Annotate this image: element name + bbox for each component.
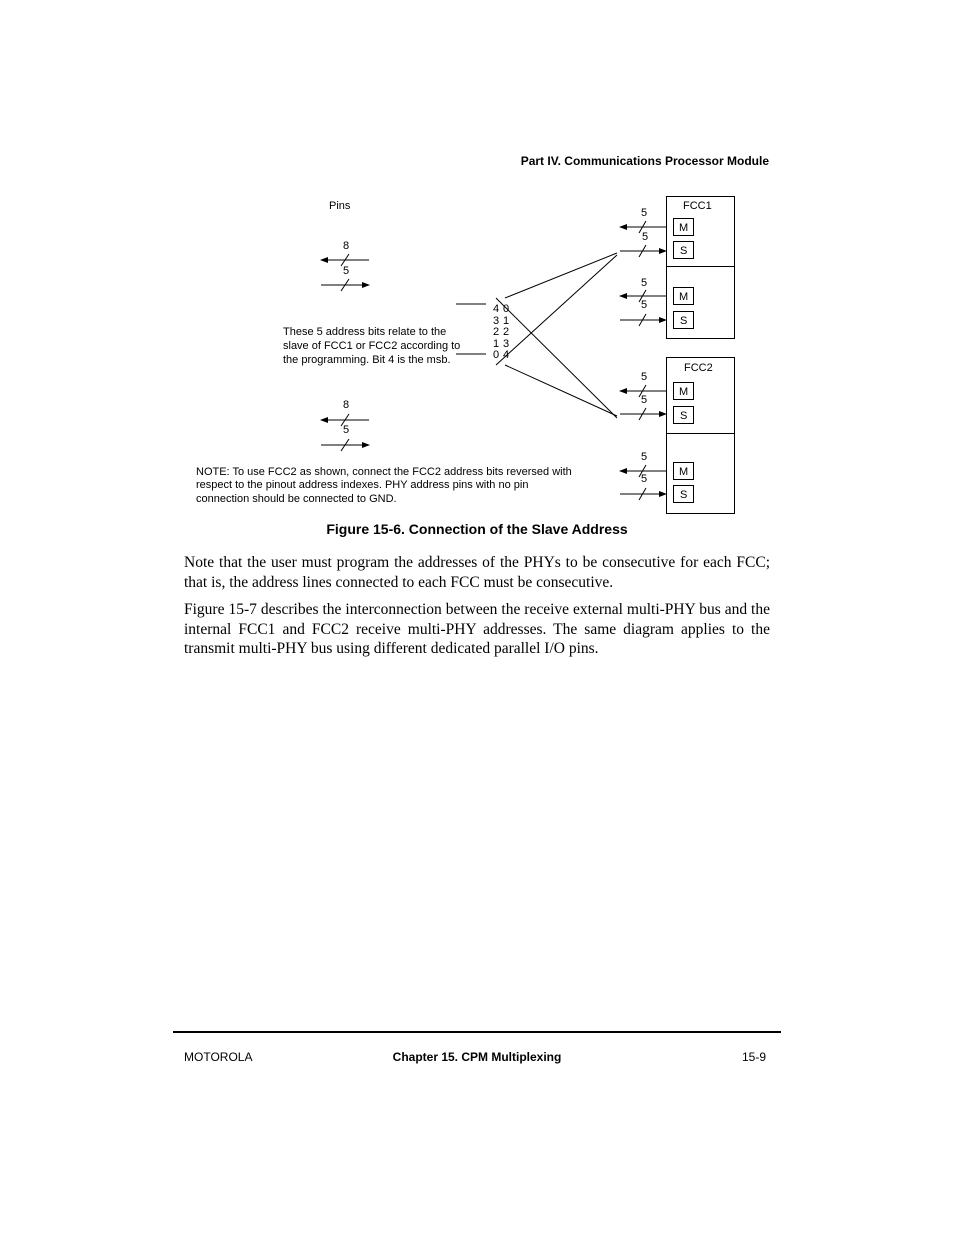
ms-pair-fcc1-b: M S 5 5 — [619, 277, 694, 329]
bus-width-label: 5 — [641, 394, 647, 406]
fcc1-block — [666, 196, 735, 339]
bus-slash — [638, 313, 647, 327]
master-label: M — [679, 291, 688, 303]
bus-slash — [638, 464, 647, 478]
master-box — [673, 382, 694, 400]
master-label: M — [679, 386, 688, 398]
bus-width-label: 5 — [641, 207, 647, 219]
page-number: 15-9 — [741, 1050, 766, 1064]
slave-box — [673, 406, 694, 424]
fcc1-address-link — [495, 254, 618, 366]
master-box — [673, 287, 694, 305]
fcc2-note-line: connection should be connected to GND. — [196, 493, 397, 505]
bus-slash — [638, 244, 647, 258]
master-label: M — [679, 222, 688, 234]
slave-label: S — [680, 489, 687, 501]
fcc2-label: FCC2 — [684, 362, 713, 374]
pin-index-left: 1 — [493, 338, 499, 350]
footer-chapter: Chapter 15. CPM Multiplexing — [392, 1050, 562, 1064]
pin-index-left: 4 — [493, 303, 499, 315]
figure-caption: Figure 15-6. Connection of the Slave Add… — [326, 521, 628, 537]
bus-slash — [340, 278, 350, 292]
slave-label: S — [680, 315, 687, 327]
fcc1-label: FCC1 — [683, 200, 712, 212]
bus-slash — [638, 220, 647, 234]
pin-index-right: 0 — [503, 303, 509, 315]
fcc2-note-line: NOTE: To use FCC2 as shown, connect the … — [196, 466, 572, 478]
pin-index-left: 3 — [493, 315, 499, 327]
ms-pair-fcc2-b: M S 5 5 — [619, 451, 694, 503]
bus-width-label: 5 — [641, 277, 647, 289]
bus-width-label: 5 — [641, 451, 647, 463]
pin-index-left: 2 — [493, 326, 499, 338]
running-header: Part IV. Communications Processor Module — [520, 154, 769, 168]
pin-index-right: 1 — [503, 315, 509, 327]
bottom-input-bus-width: 8 — [343, 399, 349, 411]
footer-rule — [173, 1031, 781, 1033]
fcc2-address-link — [504, 364, 618, 417]
bus-width-label: 5 — [642, 231, 648, 243]
pin-index-right: 4 — [503, 349, 509, 361]
pin-index-left: 0 — [493, 349, 499, 361]
slave-label: S — [680, 245, 687, 257]
footer-publisher: MOTOROLA — [184, 1050, 253, 1064]
bus-width-label: 5 — [641, 371, 647, 383]
slave-box — [673, 311, 694, 329]
body-paragraph: Figure 15-7 describes the interconnectio… — [184, 601, 770, 657]
bus-slash — [638, 487, 647, 501]
fcc2-address-link — [495, 297, 618, 419]
slave-box — [673, 241, 694, 259]
address-note-line: These 5 address bits relate to the — [283, 326, 446, 338]
bus-slash — [638, 407, 647, 421]
ms-pair-fcc1-a: M S 5 5 — [619, 207, 694, 259]
bus-width-label: 5 — [641, 473, 647, 485]
bus-slash — [638, 384, 647, 398]
top-input-bus-width: 8 — [343, 240, 349, 252]
bottom-output-bus-width: 5 — [343, 424, 349, 436]
pin-index-right: 2 — [503, 326, 509, 338]
address-note-line: the programming. Bit 4 is the msb. — [283, 354, 451, 366]
bus-slash — [340, 413, 350, 427]
slave-box — [673, 485, 694, 503]
fcc2-block — [666, 357, 735, 514]
top-output-bus-width: 5 — [343, 265, 349, 277]
bus-width-label: 5 — [641, 299, 647, 311]
fcc1-address-link — [504, 252, 618, 299]
bus-slash — [340, 438, 350, 452]
body-paragraph: Note that the user must program the addr… — [184, 554, 770, 591]
bus-slash — [638, 289, 647, 303]
fcc2-note-line: respect to the pinout address indexes. P… — [196, 479, 528, 491]
pins-label: Pins — [329, 200, 351, 212]
master-box — [673, 218, 694, 236]
master-box — [673, 462, 694, 480]
address-note-line: slave of FCC1 or FCC2 according to — [283, 340, 460, 352]
master-label: M — [679, 466, 688, 478]
slave-label: S — [680, 410, 687, 422]
pin-index-right: 3 — [503, 338, 509, 350]
slave-address-diagram: Pins 8 5 8 5 4 3 2 1 0 0 1 2 3 4 These 5… — [196, 196, 735, 514]
ms-pair-fcc2-a: M S 5 5 — [619, 371, 694, 424]
bus-slash — [340, 253, 350, 267]
